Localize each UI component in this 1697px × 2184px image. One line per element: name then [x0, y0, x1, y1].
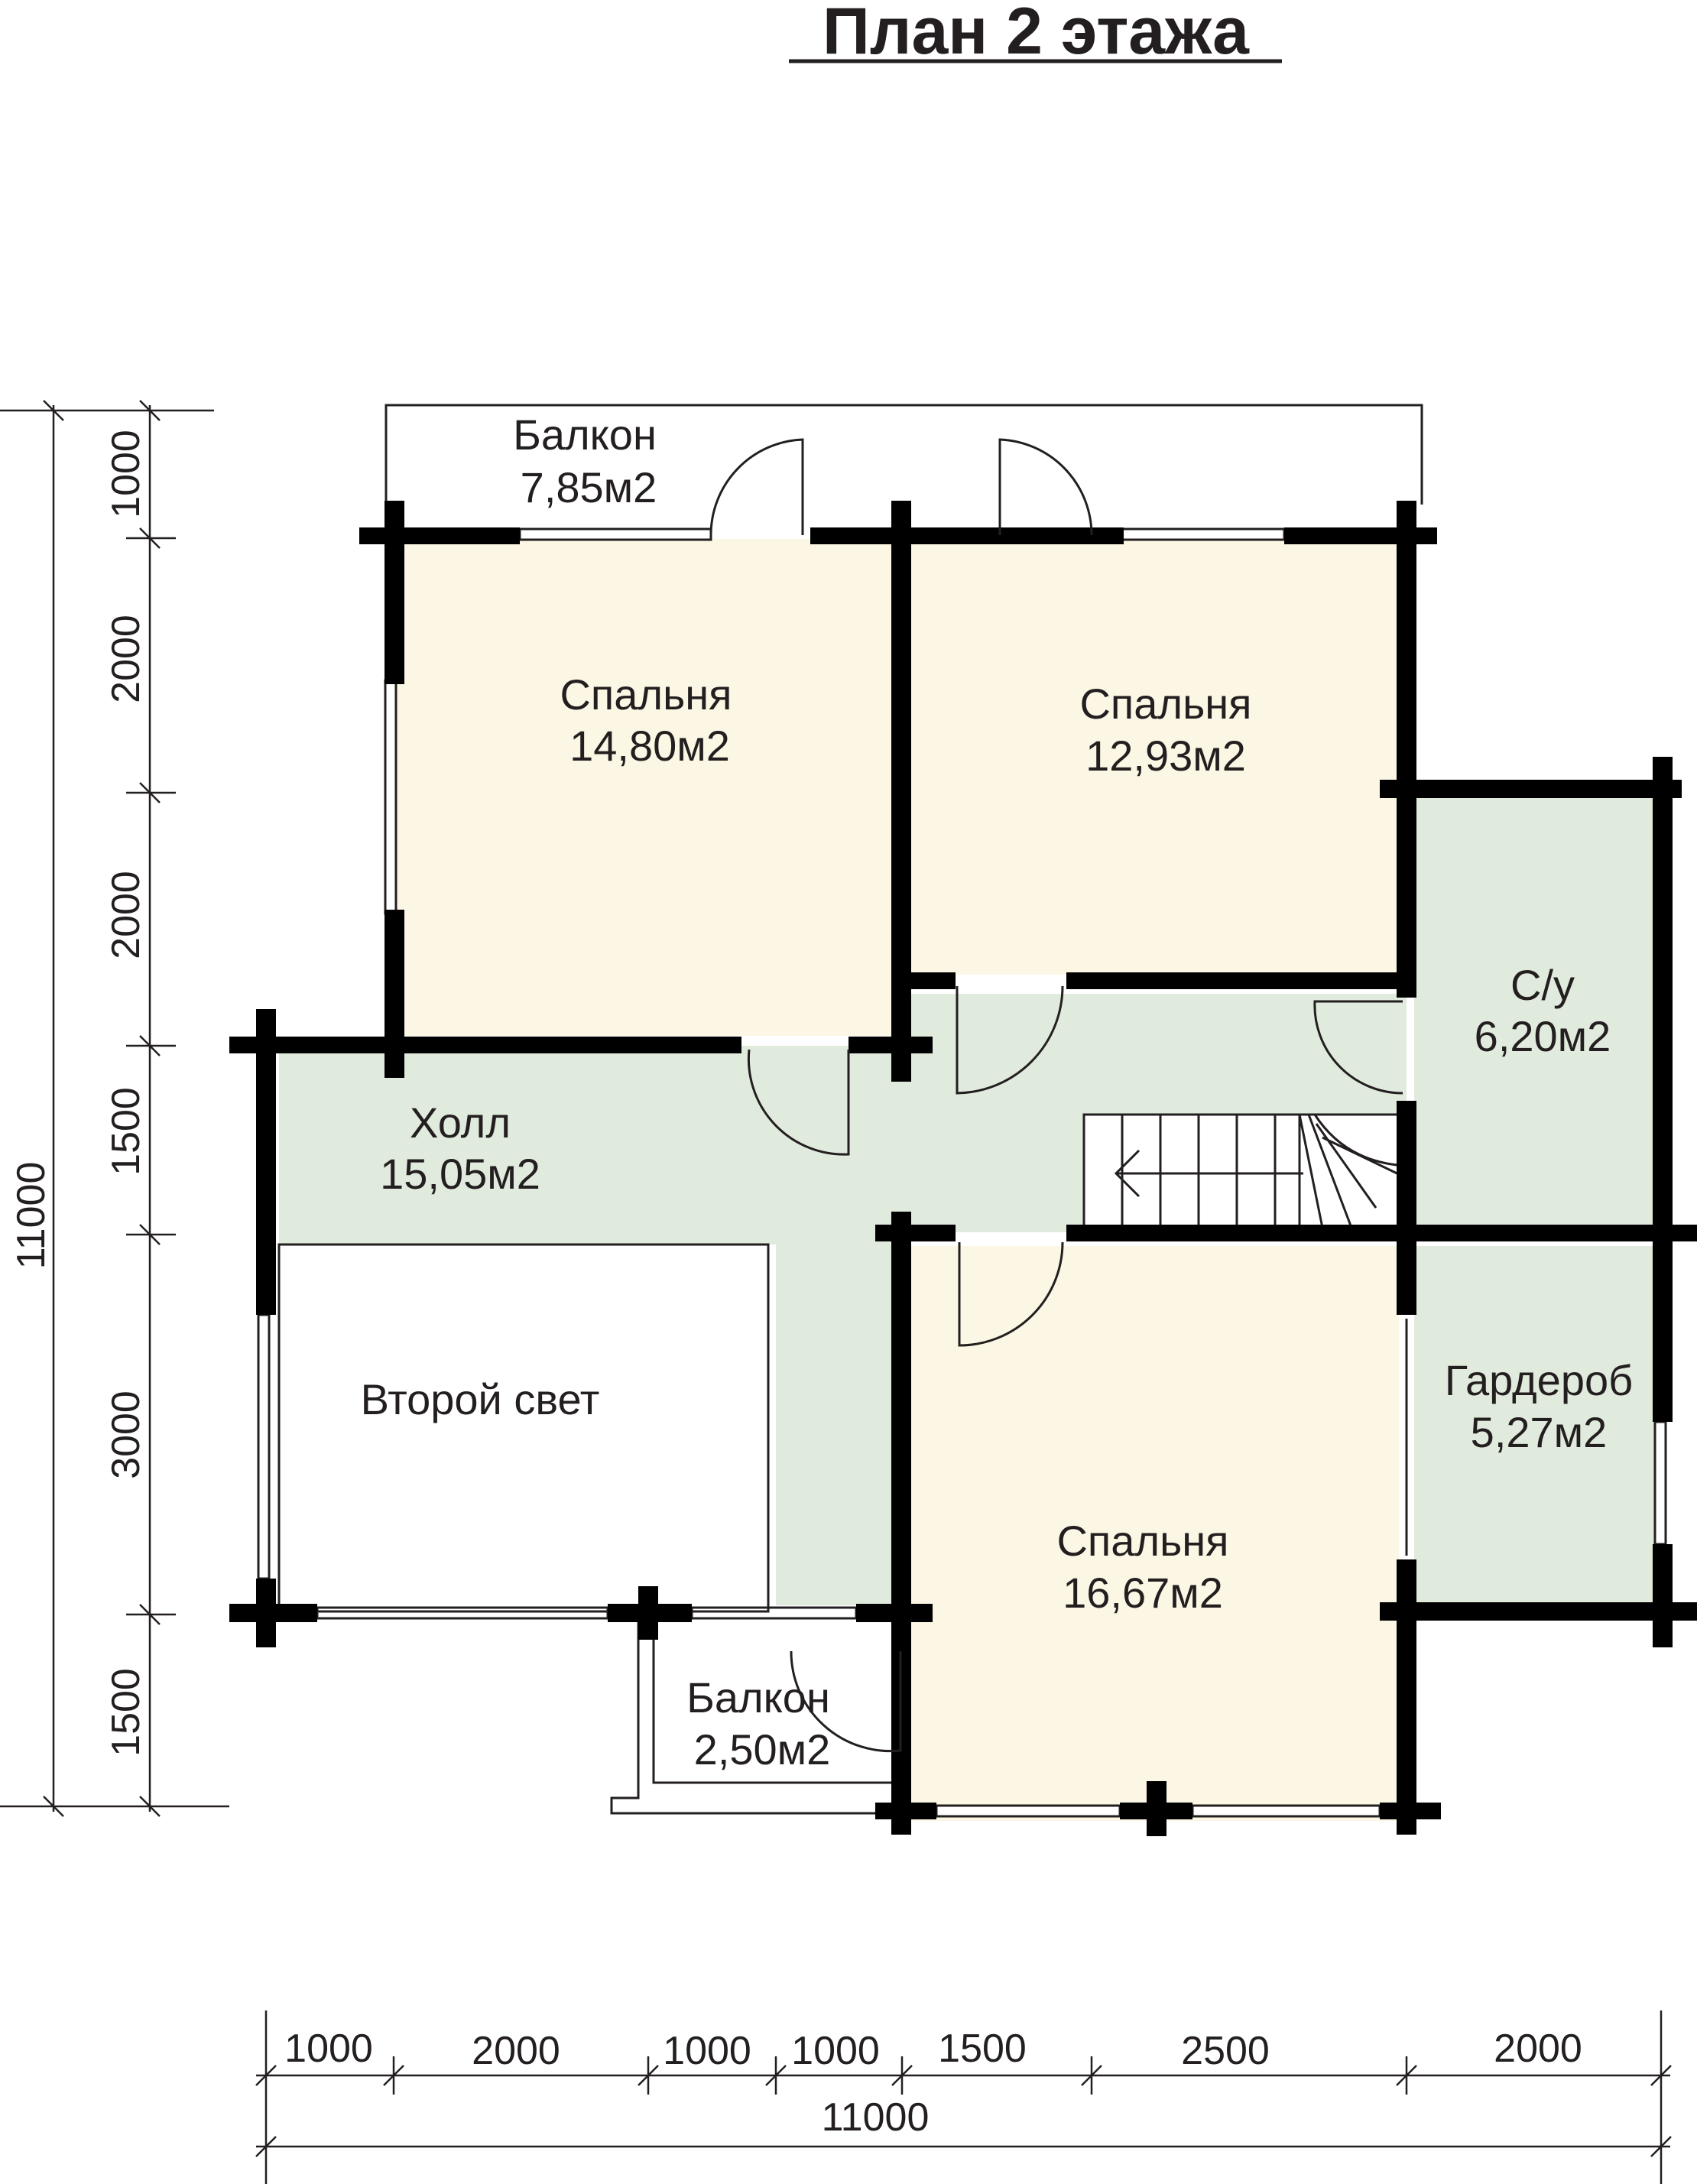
window-bottom-2 [690, 1606, 858, 1620]
second-light-fill [279, 1245, 776, 1605]
second-light-inner-line [277, 1243, 770, 1613]
staircase [1082, 1113, 1407, 1229]
window-left-bedroom [384, 679, 397, 915]
dim-label: 1000 [663, 2029, 751, 2073]
room-area: 15,05м2 [380, 1150, 540, 1198]
balconies [385, 404, 1423, 1815]
door-balcony-2 [998, 438, 1093, 536]
dim-label: 1500 [104, 1668, 148, 1757]
room-area: 16,67м2 [1063, 1569, 1223, 1617]
bedroom-2-fill [910, 539, 1399, 975]
window-wardrobe [1653, 1420, 1667, 1546]
left-dimensions: 1000 2000 2000 1500 3000 1500 11000 [0, 400, 229, 1817]
window-bottom-1 [316, 1606, 609, 1620]
door-balcony-1 [709, 438, 804, 536]
top-balcony-outline [385, 404, 1423, 505]
bottom-balcony-inner [652, 1627, 900, 1784]
dim-label: 1000 [791, 2029, 880, 2073]
room-name: Балкон [686, 1673, 830, 1722]
door-bedroom-1 [747, 1049, 850, 1156]
room-name: Балкон [513, 411, 657, 459]
door-bedroom-2 [956, 985, 1064, 1095]
door-bedroom-3 [958, 1241, 1064, 1347]
dim-label: 1500 [104, 1087, 148, 1176]
dim-label: 2000 [104, 871, 148, 959]
door-bathroom [1313, 1000, 1403, 1095]
room-area: 2,50м2 [694, 1725, 831, 1773]
dim-label: 1000 [104, 430, 148, 518]
window-bottom-bedroom-1 [935, 1804, 1121, 1818]
room-labels: Балкон 7,85м2 Спальня 14,80м2 Спальня 12… [361, 411, 1634, 1773]
bedroom-3-fill [910, 1246, 1399, 1821]
window-bottom-bedroom-2 [1191, 1804, 1381, 1818]
room-name: С/у [1510, 961, 1575, 1009]
room-name: Холл [410, 1098, 511, 1147]
dim-label: 1000 [284, 2027, 373, 2071]
room-name: Второй свет [361, 1375, 600, 1423]
doors [709, 438, 1408, 1753]
room-area: 6,20м2 [1475, 1012, 1611, 1060]
bathroom-fill [1414, 795, 1659, 1232]
room-area: 14,80м2 [569, 722, 730, 770]
plan-title: План 2 этажа [823, 0, 1250, 68]
walls [229, 501, 1697, 1836]
dim-label-total: 11000 [9, 1162, 54, 1270]
room-fills [279, 539, 1659, 1821]
room-area: 7,85м2 [521, 463, 657, 511]
dim-label-total: 11000 [822, 2095, 930, 2140]
wardrobe-fill [1414, 1246, 1659, 1607]
room-area: 12,93м2 [1085, 732, 1246, 780]
room-name: Спальня [1079, 680, 1251, 728]
dim-label: 2000 [472, 2029, 560, 2073]
window-left-second-light [257, 1313, 271, 1580]
dim-label: 2000 [1494, 2027, 1582, 2071]
dim-label: 1500 [938, 2027, 1027, 2071]
window-top-1 [518, 527, 712, 541]
dim-label: 3000 [104, 1391, 148, 1479]
stair-arrow-head [1114, 1149, 1141, 1198]
room-name: Спальня [1056, 1517, 1228, 1565]
stair-box [1082, 1113, 1407, 1229]
dim-label: 2500 [1181, 2029, 1270, 2073]
room-area: 5,27м2 [1471, 1408, 1608, 1456]
dim-label: 2000 [104, 615, 148, 703]
room-name: Гардероб [1445, 1356, 1633, 1404]
bottom-balcony-outline [610, 1614, 879, 1815]
bedroom-1-fill [394, 539, 894, 1036]
bottom-dimensions: 1000 2000 1000 1000 1500 2500 2000 11000 [255, 2010, 1672, 2184]
door-small-balcony [790, 1650, 902, 1753]
room-name: Спальня [560, 670, 732, 719]
